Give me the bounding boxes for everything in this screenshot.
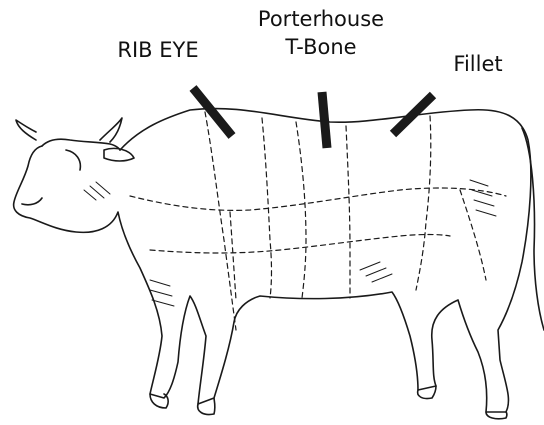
fillet-label: Fillet: [428, 50, 528, 78]
cow-tail-outline: [522, 128, 544, 330]
cow-head-outline: [16, 118, 122, 205]
hoof-outline: [486, 412, 507, 419]
cut-lines: [130, 112, 506, 330]
t-bone-line: T-Bone: [236, 33, 406, 61]
rib-eye-pointer: [193, 88, 232, 136]
cow-body-outline: [14, 109, 531, 412]
shading: [84, 180, 496, 306]
porterhouse-t-bone-label: Porterhouse T-Bone: [236, 5, 406, 61]
rib-eye-label: RIB EYE: [98, 36, 218, 64]
porterhouse-line: Porterhouse: [236, 5, 406, 33]
porterhouse-pointer: [322, 92, 327, 148]
cow-ear-outline: [104, 148, 134, 161]
